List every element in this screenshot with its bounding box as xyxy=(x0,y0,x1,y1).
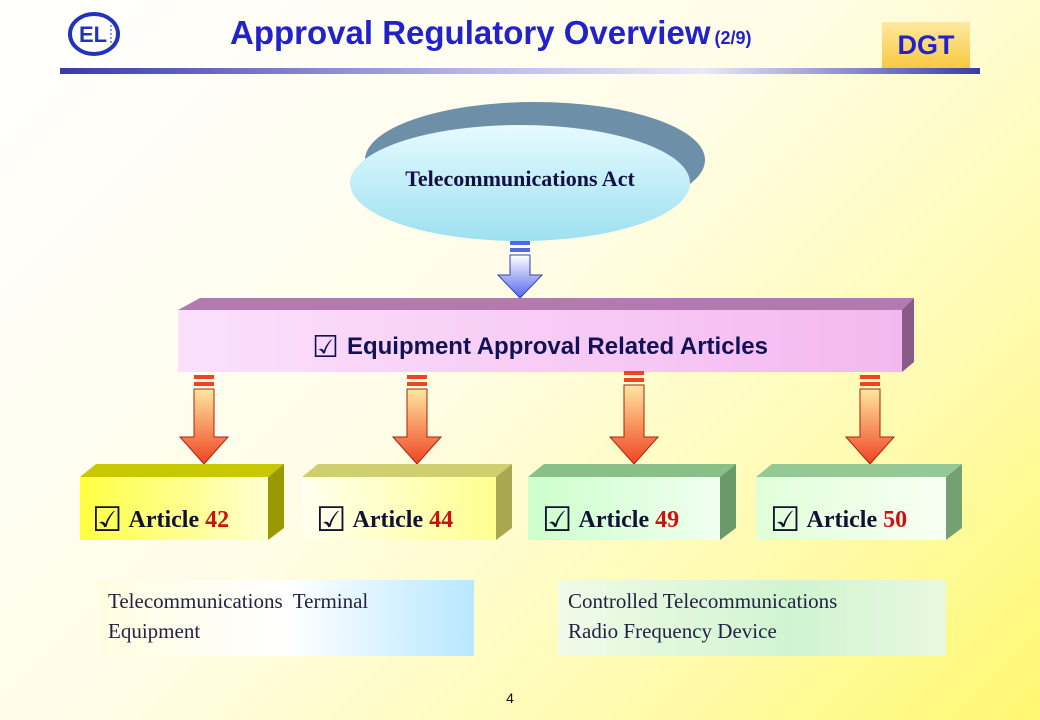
article-box-49 xyxy=(528,464,736,540)
article-prefix: Article xyxy=(806,507,878,533)
arrow-to-article-44 xyxy=(391,375,443,465)
telecommunications-act-label: Telecommunications Act xyxy=(405,166,635,191)
act-ellipse xyxy=(350,125,690,241)
article-number: 44 xyxy=(429,507,454,533)
article-number: 50 xyxy=(883,507,908,533)
el-logo: EL xyxy=(66,10,124,58)
arrow-to-article-42 xyxy=(178,375,230,465)
arrow-to-article-49 xyxy=(608,371,660,465)
article-49-label: ☑Article 49 xyxy=(542,500,680,540)
logo-text: EL xyxy=(79,22,107,47)
band-top xyxy=(178,298,914,310)
equipment-approval-label: ☑ Equipment Approval Related Articles xyxy=(178,330,902,365)
article-number: 42 xyxy=(205,507,230,533)
article-42-label: ☑Article 42 xyxy=(92,500,230,540)
article-box-50 xyxy=(756,464,962,540)
checkbox-icon: ☑ xyxy=(316,500,347,540)
rf-device-description: Controlled Telecommunications Radio Freq… xyxy=(558,580,946,656)
title-page-fraction: (2/9) xyxy=(714,28,752,48)
title-main: Approval Regulatory Overview xyxy=(230,14,711,51)
checkbox-icon: ☑ xyxy=(312,330,339,365)
band-face xyxy=(178,310,902,372)
terminal-equipment-description: Telecommunications Terminal Equipment xyxy=(98,580,474,656)
article-number: 49 xyxy=(655,507,680,533)
description-line: Controlled Telecommunications xyxy=(568,589,838,613)
checkbox-icon: ☑ xyxy=(770,500,801,540)
dgt-badge: DGT xyxy=(882,22,970,68)
el-logo-mark: EL xyxy=(68,12,120,56)
checkbox-icon: ☑ xyxy=(92,500,123,540)
description-line: Telecommunications Terminal xyxy=(108,589,369,613)
description-line: Radio Frequency Device xyxy=(568,619,777,643)
header-rule xyxy=(60,68,980,74)
band-label: Equipment Approval Related Articles xyxy=(346,333,768,360)
description-line: Equipment xyxy=(108,619,201,643)
article-prefix: Article xyxy=(352,507,424,533)
band-side xyxy=(902,298,914,372)
arrow-to-article-50 xyxy=(844,375,896,465)
article-44-label: ☑Article 44 xyxy=(316,500,454,540)
page-title: Approval Regulatory Overview(2/9) xyxy=(230,14,752,52)
article-box-44 xyxy=(302,464,512,540)
article-box-42 xyxy=(80,464,284,540)
page-number: 4 xyxy=(506,690,514,706)
arrow-act-to-band xyxy=(496,241,544,299)
article-prefix: Article xyxy=(578,507,650,533)
article-prefix: Article xyxy=(128,507,200,533)
article-50-label: ☑Article 50 xyxy=(770,500,908,540)
checkbox-icon: ☑ xyxy=(542,500,573,540)
